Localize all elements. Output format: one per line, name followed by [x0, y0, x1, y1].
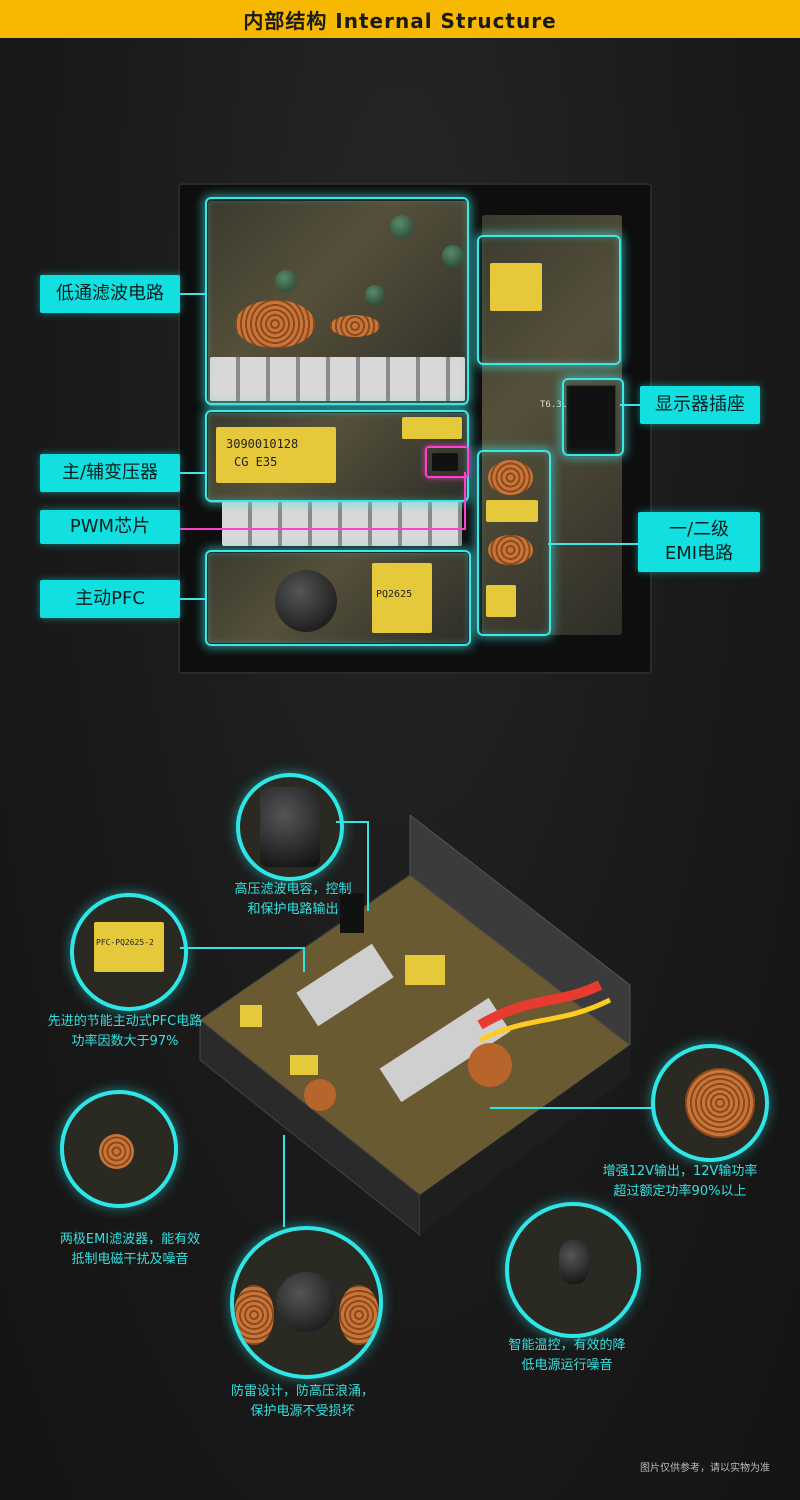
transformer-code: 3090010128 — [226, 437, 299, 451]
iso-wires-yellow — [478, 997, 612, 1043]
heatsink-mid — [222, 500, 462, 546]
detail-circle-12v — [651, 1044, 769, 1162]
fuse-label: T6.3L250 — [540, 400, 584, 410]
label-emi: 一/二级 EMI电路 — [638, 512, 760, 572]
leader-pfc — [180, 598, 207, 600]
leader-lowpass — [180, 293, 207, 295]
display-socket-part — [566, 385, 616, 457]
detail-emi-coil — [99, 1134, 134, 1169]
leader-surge — [283, 1135, 285, 1227]
iso-bulk-cap — [340, 893, 364, 933]
psu-isometric-image — [180, 813, 680, 1245]
label-transformer: 主/辅变压器 — [40, 454, 180, 492]
leader-display-socket — [620, 404, 640, 406]
highlight-display-socket — [562, 378, 624, 456]
psu-isometric-drawing — [199, 813, 631, 1237]
emi-coil-1 — [488, 460, 533, 495]
main-transformer: 3090010128 CG E35 — [216, 427, 336, 483]
highlight-pfc — [205, 550, 471, 646]
caption-12v: 增强12V输出，12V输功率 超过额定功率90%以上 — [602, 1164, 758, 1199]
leader-pfc-h — [180, 947, 304, 949]
leader-hv-cap-v — [367, 821, 369, 911]
detail-surge-coil-right — [339, 1285, 379, 1345]
hv-bulk-capacitor — [275, 570, 337, 632]
detail-circle-emi — [60, 1090, 178, 1208]
label-pwm: PWM芯片 — [40, 510, 180, 544]
lowpass-cap-3 — [442, 245, 464, 267]
detail-hv-cap — [260, 787, 320, 867]
psu-board-plane — [199, 874, 631, 1196]
lowpass-cap-4 — [365, 285, 385, 305]
leader-hv-cap-h — [336, 821, 368, 823]
highlight-lowpass — [205, 197, 469, 405]
detail-circle-temp — [505, 1202, 641, 1338]
highlight-emi-primary — [477, 235, 621, 365]
detail-circle-surge — [230, 1226, 383, 1379]
leader-emi — [548, 543, 640, 545]
leader-pwm-h — [180, 528, 466, 530]
caption-emi: 两极EMI滤波器，能有效 抵制电磁干扰及噪音 — [59, 1232, 201, 1267]
lowpass-coil — [235, 300, 315, 348]
label-pfc: 主动PFC — [40, 580, 180, 618]
footer-note: 图片仅供参考，请以实物为准 — [640, 1463, 770, 1474]
pfc-inductor-code: PQ2625 — [376, 589, 413, 600]
leader-pwm-v — [464, 472, 466, 530]
detail-pfc-code: PFC-PQ2625-2 — [96, 938, 154, 947]
emi-coil-2 — [488, 535, 533, 565]
detail-circle-pfc: PFC-PQ2625-2 — [70, 893, 188, 1011]
leader-transformer — [180, 472, 207, 474]
pfc-inductor: PQ2625 — [372, 563, 432, 633]
emi-cap-2 — [486, 585, 516, 617]
highlight-emi-secondary — [477, 450, 551, 636]
transformer-code-2: CG E35 — [234, 455, 278, 469]
iso-coil-2 — [304, 1079, 336, 1111]
iso-x-cap — [240, 1005, 262, 1027]
highlight-pwm — [425, 446, 469, 478]
detail-surge-coil-left — [234, 1285, 274, 1345]
iso-yellow-part — [290, 1055, 318, 1075]
iso-heatsink-1 — [296, 943, 394, 1027]
heatsink-top — [210, 357, 465, 401]
leader-12v — [490, 1107, 652, 1109]
iso-transformer — [405, 955, 445, 985]
emi-cap — [486, 500, 538, 522]
section-title: 内部结构 Internal Structure — [243, 8, 557, 33]
caption-pfc: 先进的节能主动式PFC电路 功率因数大于97% — [47, 1014, 203, 1049]
caption-temp: 智能温控，有效的降 低电源运行噪音 — [508, 1338, 626, 1373]
lowpass-cap-1 — [275, 270, 297, 292]
x-capacitor — [490, 263, 542, 311]
detail-12v-coil — [685, 1068, 755, 1138]
detail-varistor — [276, 1272, 336, 1332]
psu-right-wall — [420, 1045, 630, 1235]
caption-surge: 防雷设计，防高压浪涌， 保护电源不受损坏 — [230, 1384, 374, 1419]
section-header: 内部结构 Internal Structure — [0, 0, 800, 38]
psu-top-view-image: 3090010128 CG E35 PQ2625 T6.3L250 — [178, 183, 652, 674]
iso-coil-1 — [468, 1043, 512, 1087]
detail-pfc-inductor: PFC-PQ2625-2 — [94, 922, 164, 972]
lowpass-coil-small — [330, 315, 380, 337]
leader-pfc-v — [303, 947, 305, 972]
iso-heatsink-2 — [379, 997, 511, 1103]
iso-wires-red — [477, 980, 603, 1030]
label-display-socket: 显示器插座 — [640, 386, 760, 424]
caption-hv-cap: 高压滤波电容，控制 和保护电路输出 — [234, 882, 352, 917]
pwm-chip — [432, 453, 458, 471]
lowpass-cap-2 — [390, 215, 414, 239]
detail-thermistor — [559, 1240, 589, 1284]
aux-transformer — [402, 417, 462, 439]
detail-circle-hv-cap — [236, 773, 344, 881]
label-lowpass: 低通滤波电路 — [40, 275, 180, 313]
